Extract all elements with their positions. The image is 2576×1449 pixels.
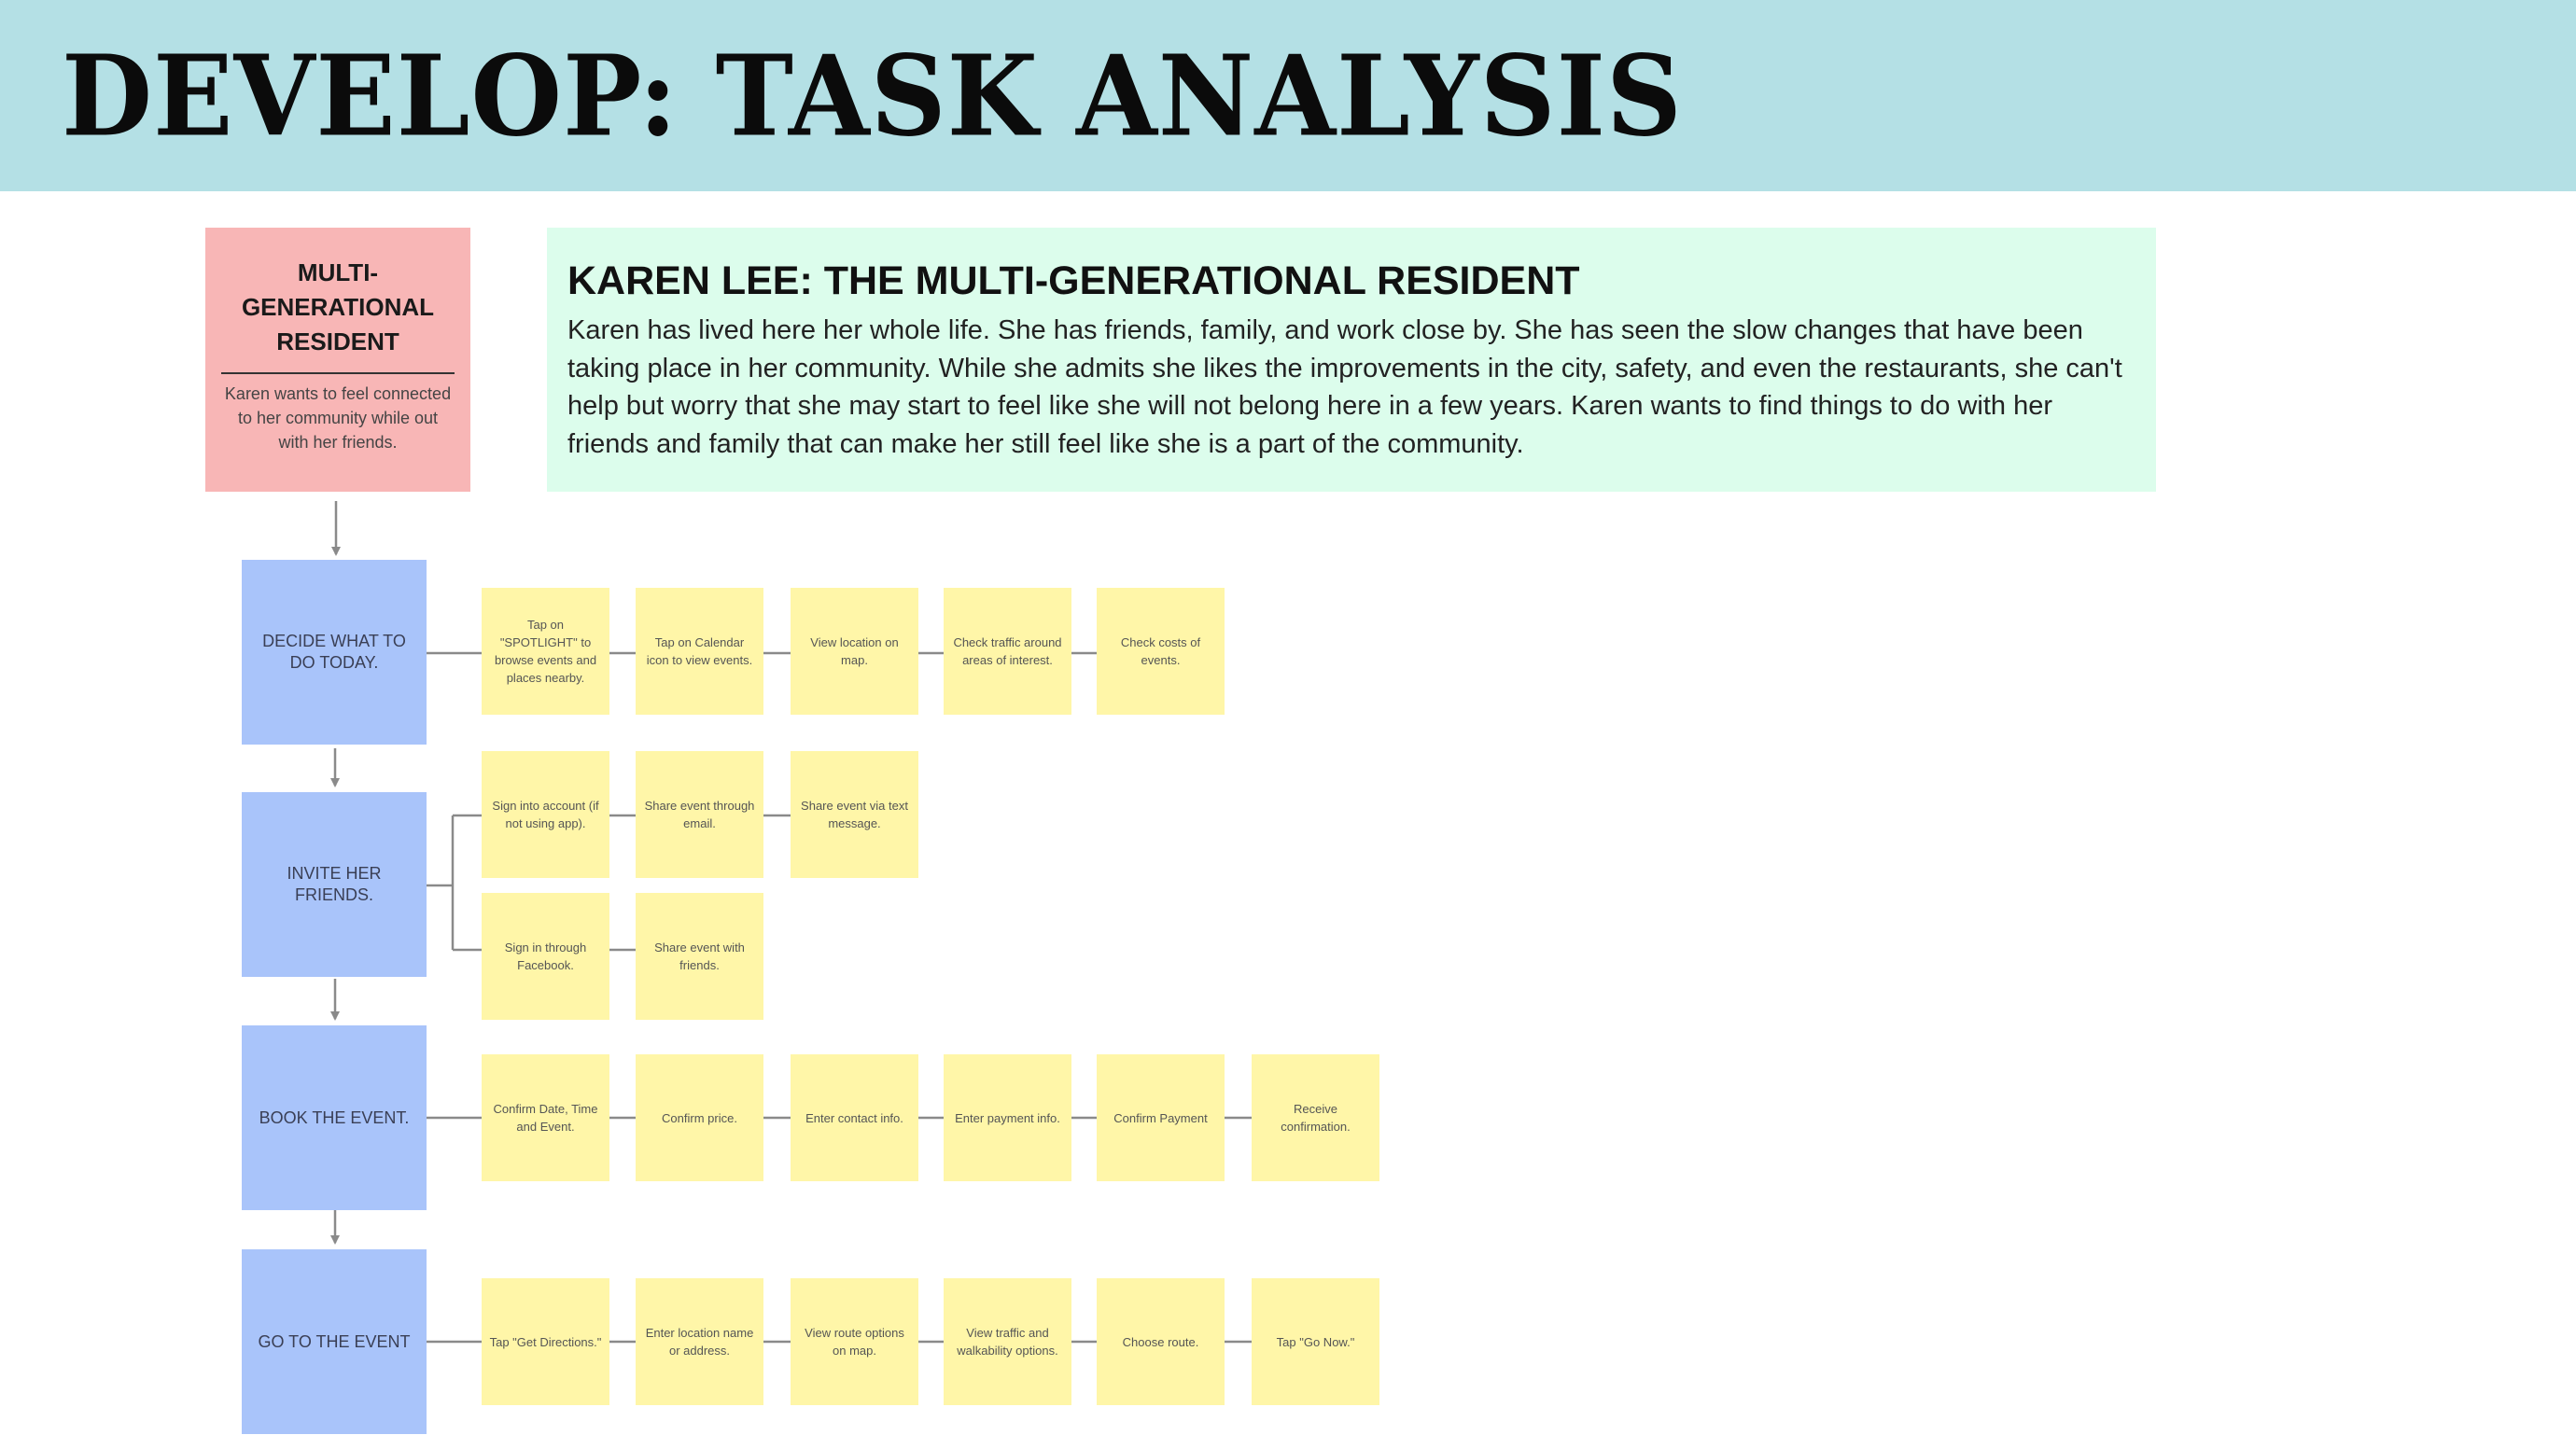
- bio-name: KAREN LEE: THE MULTI-GENERATIONAL RESIDE…: [567, 258, 1580, 303]
- step-go-5: Choose route.: [1097, 1278, 1225, 1405]
- step-invite-b-1: Sign in through Facebook.: [482, 893, 609, 1020]
- step-decide-4: Check traffic around areas of interest.: [944, 588, 1071, 715]
- step-invite-a-1: Sign into account (if not using app).: [482, 751, 609, 878]
- step-book-6: Receive confirmation.: [1252, 1054, 1379, 1181]
- step-decide-3: View location on map.: [791, 588, 918, 715]
- stage-go: GO TO THE EVENT: [242, 1249, 427, 1434]
- connector-invite-branch: [427, 814, 916, 952]
- step-invite-b-2: Share event with friends.: [636, 893, 763, 1020]
- step-book-4: Enter payment info.: [944, 1054, 1071, 1181]
- step-invite-a-3: Share event via text message.: [791, 751, 918, 878]
- persona-card: MULTI- GENERATIONAL RESIDENT Karen wants…: [205, 228, 470, 492]
- step-go-3: View route options on map.: [791, 1278, 918, 1405]
- step-go-1: Tap "Get Directions.": [482, 1278, 609, 1405]
- page-title: DEVELOP: TASK ANALYSIS: [62, 32, 1683, 162]
- step-go-4: View traffic and walkability options.: [944, 1278, 1071, 1405]
- stage-book: BOOK THE EVENT.: [242, 1025, 427, 1210]
- stage-decide: DECIDE WHAT TO DO TODAY.: [242, 560, 427, 745]
- step-book-2: Confirm price.: [636, 1054, 763, 1181]
- step-go-6: Tap "Go Now.": [1252, 1278, 1379, 1405]
- step-go-2: Enter location name or address.: [636, 1278, 763, 1405]
- header-banner: DEVELOP: TASK ANALYSIS: [0, 0, 2576, 191]
- bio-text: Karen has lived here her whole life. She…: [567, 315, 2122, 459]
- step-invite-a-2: Share event through email.: [636, 751, 763, 878]
- persona-description: Karen wants to feel connected to her com…: [224, 384, 452, 452]
- persona-divider: [221, 372, 455, 374]
- step-book-3: Enter contact info.: [791, 1054, 918, 1181]
- step-decide-2: Tap on Calendar icon to view events.: [636, 588, 763, 715]
- persona-title: MULTI- GENERATIONAL RESIDENT: [241, 258, 435, 355]
- bio-card: KAREN LEE: THE MULTI-GENERATIONAL RESIDE…: [547, 228, 2156, 492]
- step-book-5: Confirm Payment: [1097, 1054, 1225, 1181]
- step-decide-1: Tap on "SPOTLIGHT" to browse events and …: [482, 588, 609, 715]
- step-book-1: Confirm Date, Time and Event.: [482, 1054, 609, 1181]
- step-decide-5: Check costs of events.: [1097, 588, 1225, 715]
- stage-invite: INVITE HER FRIENDS.: [242, 792, 427, 977]
